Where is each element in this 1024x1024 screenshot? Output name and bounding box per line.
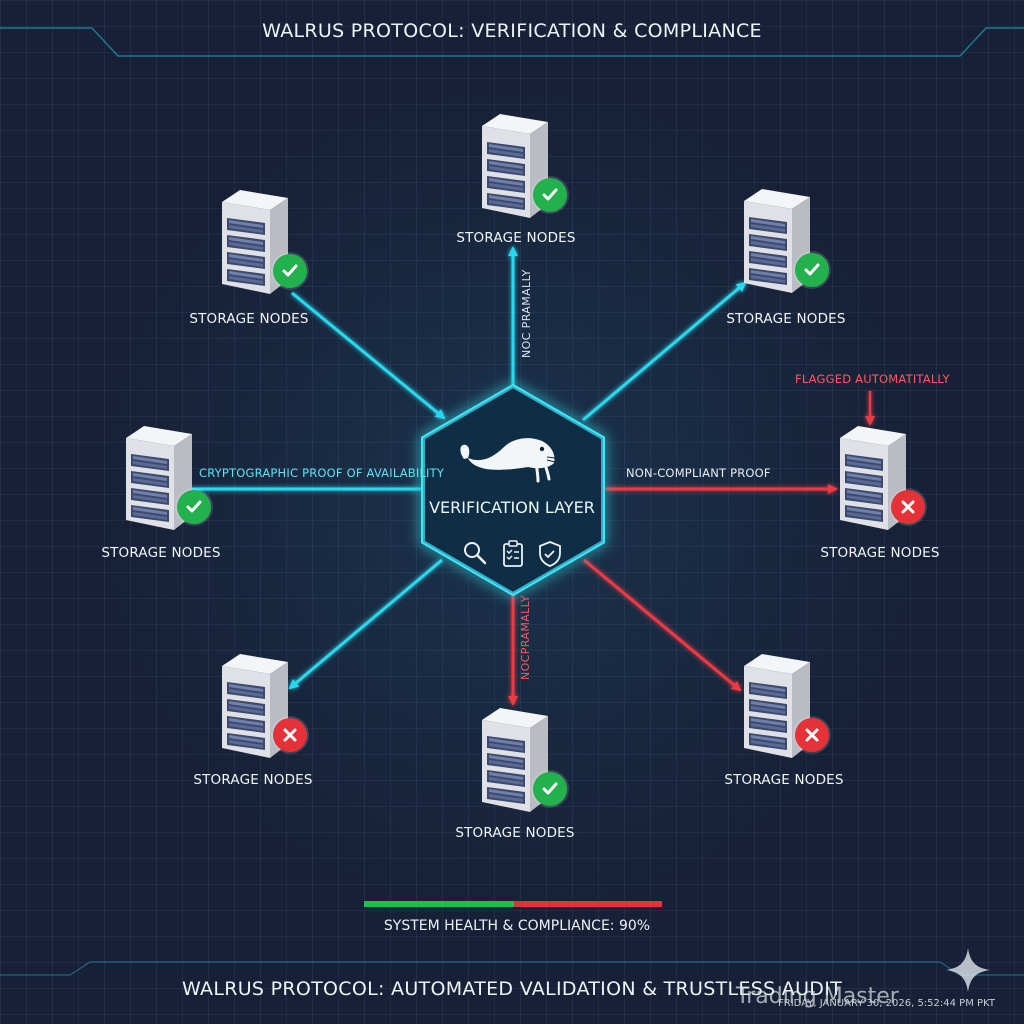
walrus-logo-icon — [460, 438, 556, 483]
arrow-to-top-left-node — [291, 291, 446, 420]
check-icon — [533, 772, 567, 806]
watermark: Trading Master — [736, 984, 899, 1009]
check-icon — [273, 254, 307, 288]
storage-node-label: STORAGE NODES — [189, 311, 309, 327]
storage-node-label: STORAGE NODES — [101, 545, 221, 561]
storage-node-label: STORAGE NODES — [726, 311, 846, 327]
health-bar — [364, 901, 662, 907]
flagged-label: FLAGGED AUTOMATITALLY — [795, 372, 950, 386]
timestamp: FRIDAY, JANUARY 30, 2026, 5:52:44 PM PKT — [778, 998, 995, 1009]
arrow-to-bottom-left-node — [288, 558, 443, 690]
storage-node-label: STORAGE NODES — [724, 772, 844, 788]
storage-node-label: STORAGE NODES — [455, 825, 575, 841]
footer-title: WALRUS PROTOCOL: AUTOMATED VALIDATION & … — [181, 978, 843, 1000]
x-icon — [795, 718, 829, 752]
check-icon — [795, 253, 829, 287]
health-bar-compliant — [364, 901, 514, 907]
health-bar-noncompliant — [514, 901, 662, 907]
check-icon — [533, 178, 567, 212]
check-icon — [177, 490, 211, 524]
page-title: WALRUS PROTOCOL: VERIFICATION & COMPLIAN… — [262, 20, 762, 42]
vertical-annotation-bottom: NOCPRAMALLY — [519, 595, 532, 680]
health-label: SYSTEM HEALTH & COMPLIANCE: 90% — [383, 918, 651, 934]
shield-check-icon — [539, 541, 561, 567]
arrow-to-bottom-right-node — [583, 558, 742, 692]
sparkle-icon — [946, 948, 990, 992]
x-icon — [891, 490, 925, 524]
x-icon — [273, 718, 307, 752]
proof-of-availability-label: CRYPTOGRAPHIC PROOF OF AVAILABILITY — [199, 466, 445, 480]
server-icon — [222, 654, 288, 758]
storage-node-server — [478, 112, 552, 226]
clipboard-checklist-icon — [503, 540, 523, 567]
magnifier-icon — [464, 542, 487, 565]
non-compliant-proof-label: NON-COMPLIANT PROOF — [626, 466, 771, 480]
storage-node-label: STORAGE NODES — [456, 230, 576, 246]
storage-node-server — [218, 652, 292, 766]
arrow-to-top-right-node — [582, 281, 747, 422]
storage-node-label: STORAGE NODES — [193, 772, 313, 788]
hub-label: VERIFICATION LAYER — [429, 498, 595, 517]
storage-node-label: STORAGE NODES — [820, 545, 940, 561]
server-icon — [482, 114, 548, 218]
vertical-annotation-top: NOC PRAMALLY — [520, 269, 533, 358]
